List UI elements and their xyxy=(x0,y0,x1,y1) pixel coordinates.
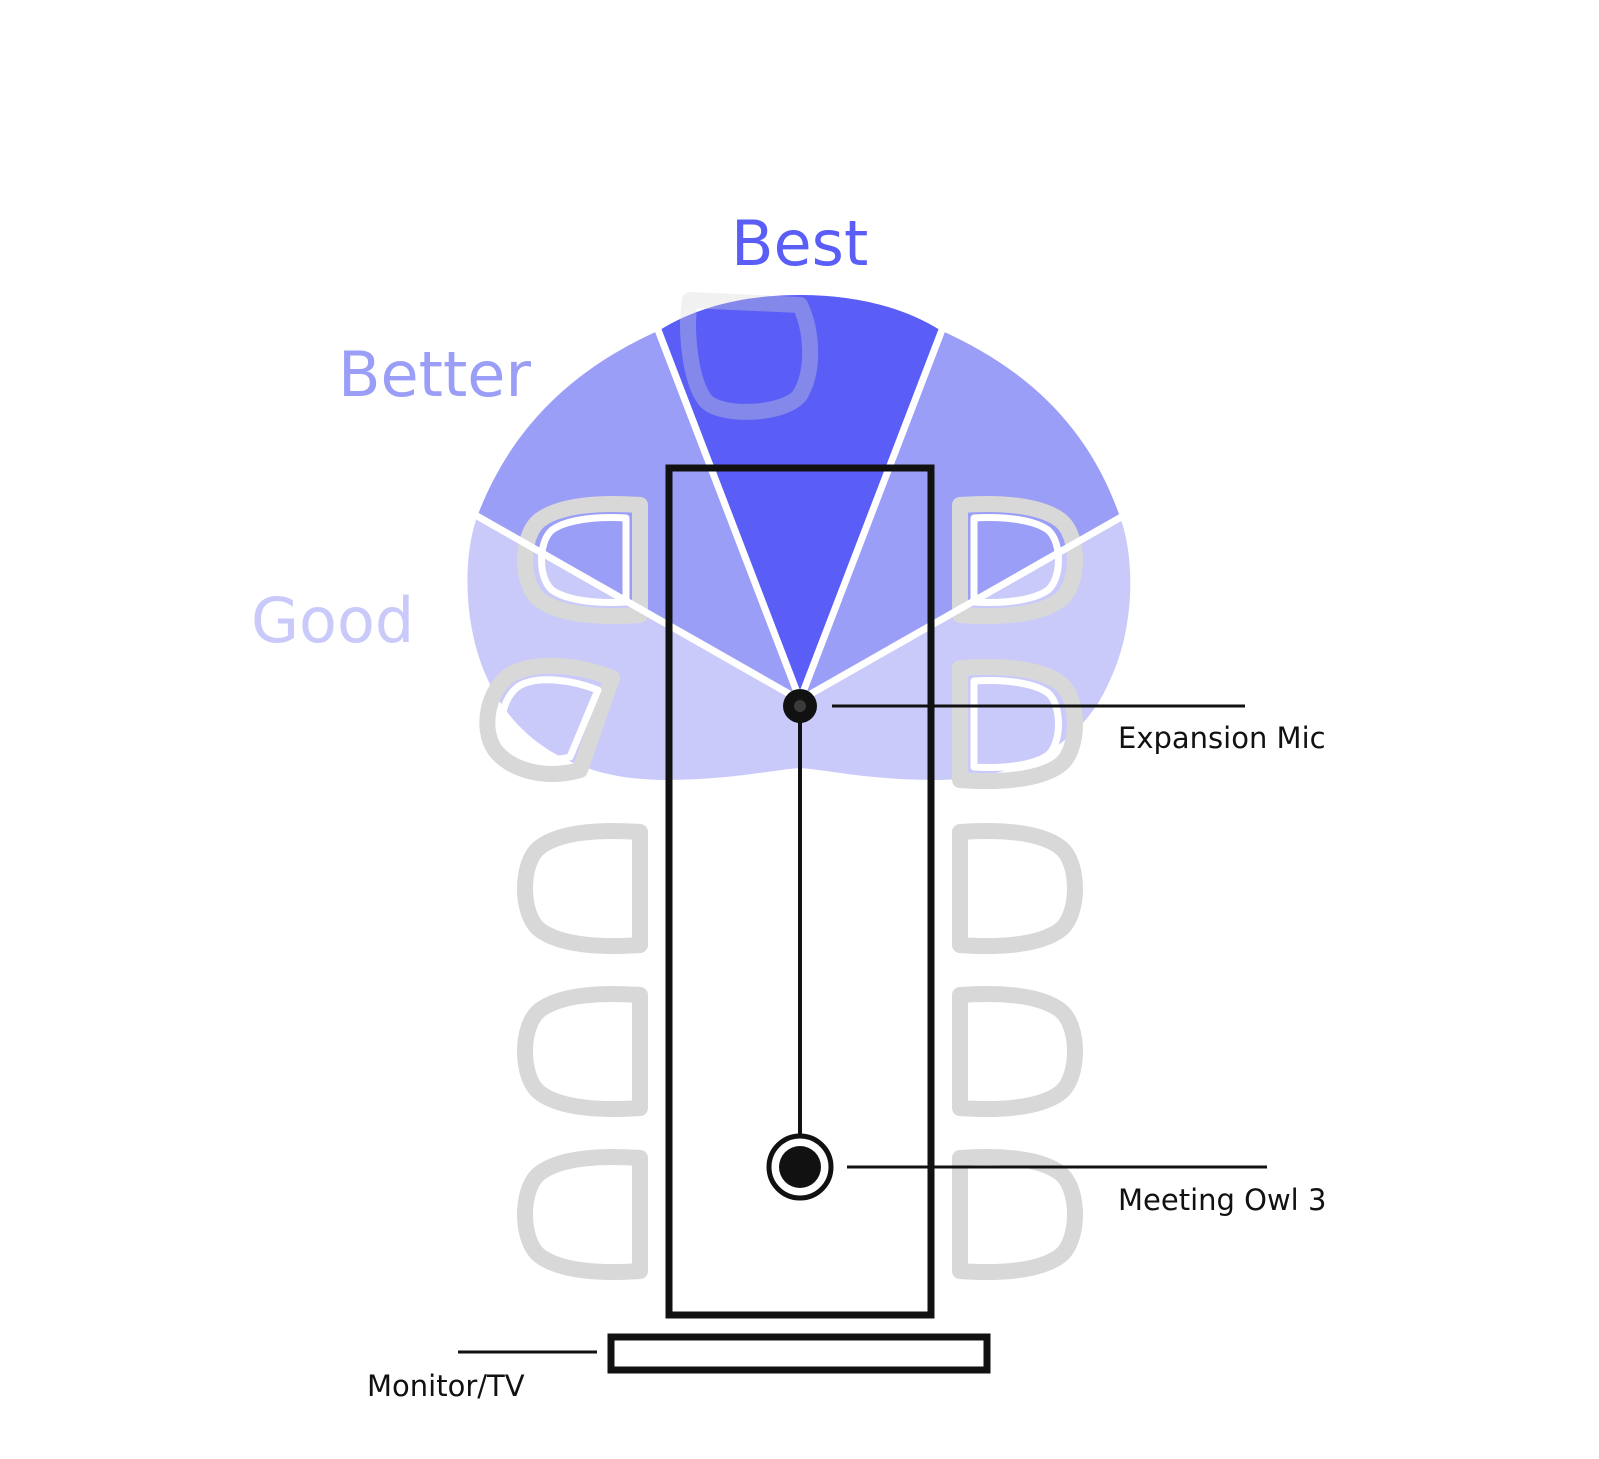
chair-left-2 xyxy=(479,657,620,782)
chair-right-5 xyxy=(952,1148,1083,1281)
monitor-tv xyxy=(607,1333,991,1374)
best-zone xyxy=(660,295,940,700)
chair-top xyxy=(680,292,819,420)
expansion-mic-icon xyxy=(783,689,817,723)
separator-right-low xyxy=(796,508,1134,704)
zone-separators xyxy=(466,318,1134,704)
best-label: Best xyxy=(731,207,868,280)
chair-left-4 xyxy=(517,985,648,1118)
chair-right-4 xyxy=(952,985,1083,1118)
expansion-mic-label: Expansion Mic xyxy=(1118,721,1326,755)
separator-left-low xyxy=(466,508,804,704)
meeting-owl-icon xyxy=(766,1133,834,1201)
chair-left-1 xyxy=(517,495,648,625)
good-label: Good xyxy=(251,584,414,657)
monitor-label: Monitor/TV xyxy=(367,1369,525,1403)
meeting-owl-label: Meeting Owl 3 xyxy=(1118,1183,1326,1217)
separator-right-high xyxy=(796,318,949,704)
chair-right-2 xyxy=(952,658,1083,790)
chair-left-5 xyxy=(517,1148,648,1281)
chair-right-3 xyxy=(952,822,1083,955)
chairs xyxy=(479,292,1083,1281)
conference-table xyxy=(665,464,935,1319)
chair-right-1 xyxy=(952,495,1083,625)
separator-left-high xyxy=(651,318,804,704)
better-label: Better xyxy=(338,338,531,411)
chair-left-3 xyxy=(517,822,648,955)
